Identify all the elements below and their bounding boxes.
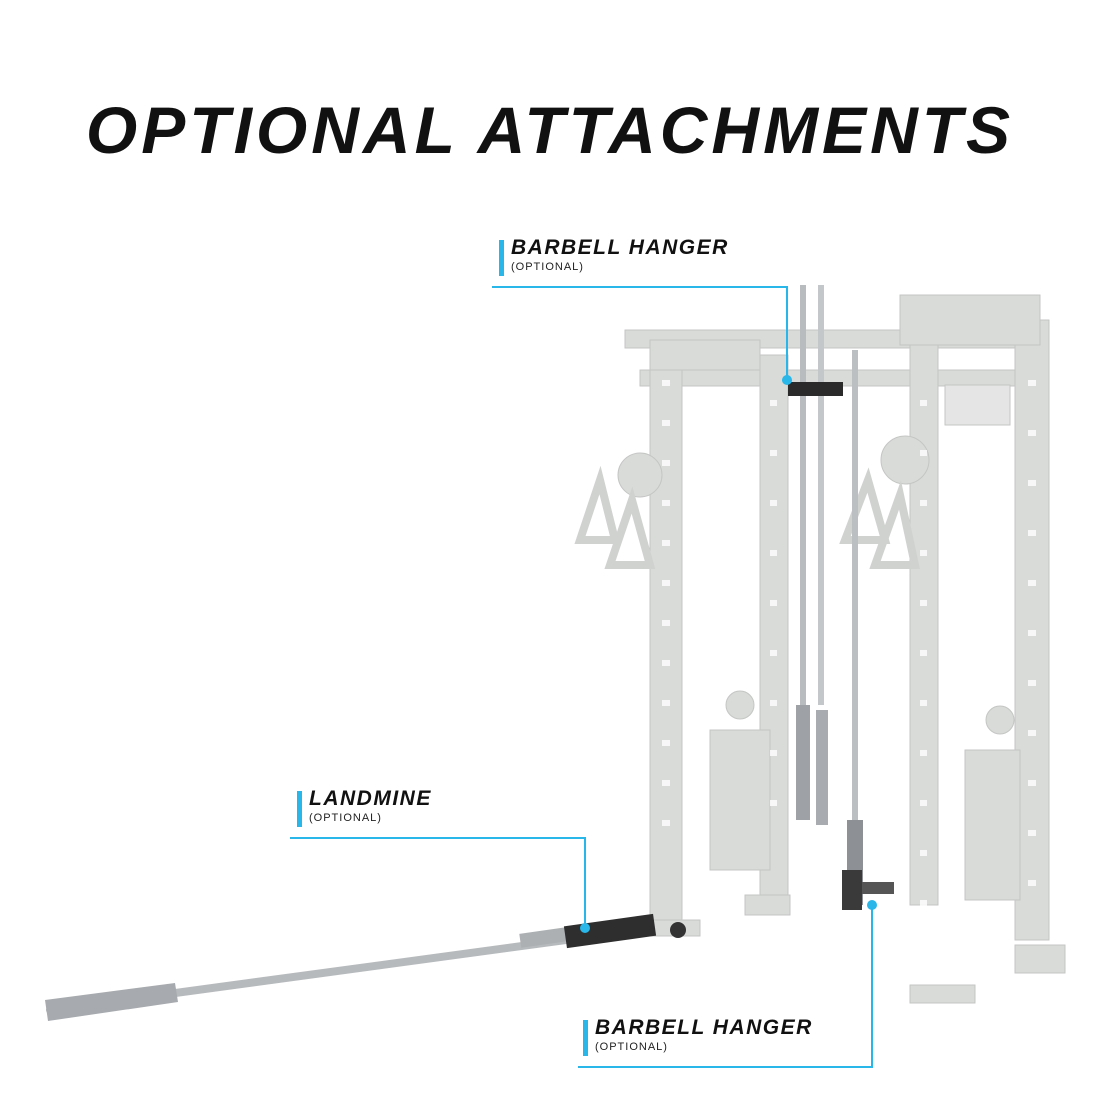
top-barbell-hanger xyxy=(788,382,843,396)
callout-sublabel: (OPTIONAL) xyxy=(595,1041,668,1053)
callout-sublabel: (OPTIONAL) xyxy=(309,812,382,824)
callout-sublabel: (OPTIONAL) xyxy=(511,261,584,273)
cable-rack xyxy=(574,294,1066,1004)
landmine-barbell xyxy=(45,913,686,1021)
callout-dots xyxy=(580,375,877,933)
page-title: OPTIONAL ATTACHMENTS xyxy=(85,93,1015,167)
callout-label: LANDMINE xyxy=(309,787,432,810)
upright-holes xyxy=(662,380,1036,906)
callout-accent-bar xyxy=(499,240,504,276)
callout-label: BARBELL HANGER xyxy=(595,1016,813,1039)
bottom-barbell-hanger xyxy=(842,870,894,910)
callout-label: BARBELL HANGER xyxy=(511,236,729,259)
callout-accent-bar xyxy=(297,791,302,827)
callout-lines xyxy=(290,286,873,1068)
callout-accent-bar xyxy=(583,1020,588,1056)
